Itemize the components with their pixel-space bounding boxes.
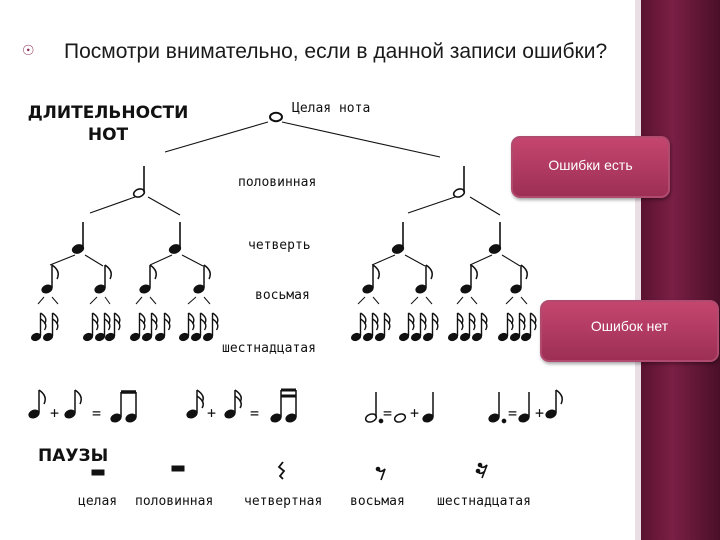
sixteenth-notes [30, 312, 537, 342]
sixteenth-note-flag [52, 318, 59, 331]
equation-dotted-quarter [488, 389, 563, 424]
eq2-equals: = [250, 404, 260, 422]
question-text: Посмотри внимательно, если в данной запи… [64, 40, 608, 63]
sixteenth-note-flag [139, 318, 146, 331]
durations-heading-line1: ДЛИТЕЛЬНОСТИ [27, 103, 189, 123]
label-quarter-note: четверть [248, 238, 311, 253]
sixteenth-note-flag [519, 318, 526, 331]
side-decor-bar [641, 0, 720, 540]
answer-no-errors-label: Ошибок нет [590, 318, 669, 334]
eq3-equals: = [383, 404, 393, 422]
sixteenth-note-head [141, 332, 153, 342]
label-whole-note: Целая нота [292, 101, 371, 116]
sixteenth-note-flag [92, 318, 99, 331]
answer-errors-label: Ошибки есть [548, 157, 633, 173]
sixteenth-note-flag [408, 318, 415, 331]
sixteenth-note-flag [372, 318, 379, 331]
answer-errors-button[interactable]: Ошибки есть [511, 136, 670, 198]
sixteenth-note-head [497, 332, 509, 342]
sixteenth-note-head [178, 332, 190, 342]
sixteenth-note-head [471, 332, 483, 342]
sixteenth-note-head [94, 332, 106, 342]
sixteenth-note-flag [432, 318, 439, 331]
tree-lines [49, 121, 521, 267]
rest-symbols [91, 461, 488, 481]
label-sixteenth-note: шестнадцатая [222, 341, 316, 356]
eighth-rest-dot [375, 466, 381, 472]
sixteenth-note-head [398, 332, 410, 342]
rest-label-sixteenth: шестнадцатая [437, 494, 531, 509]
whole-rest-icon [91, 469, 105, 476]
eq1-plus: + [50, 404, 60, 422]
sixteenth-note-flag [507, 318, 514, 331]
eq2-plus: + [207, 404, 217, 422]
sixteenth-note-head [190, 332, 202, 342]
sixteenth-note-head [459, 332, 471, 342]
equation-dotted-half [364, 392, 434, 424]
eq1-equals: = [92, 404, 102, 422]
half-rest-icon [171, 465, 185, 472]
sixteenth-note-head [350, 332, 362, 342]
rest-label-half: половинная [135, 494, 214, 509]
sixteenth-note-flag [469, 318, 476, 331]
sixteenth-note-flag [151, 318, 158, 331]
sixteenth-note-flag [104, 318, 111, 331]
sixteenth-note-flag [200, 318, 207, 331]
sixteenth-note-flag [40, 318, 47, 331]
rest-label-whole: целая [78, 494, 118, 509]
sixteenth-note-head [42, 332, 54, 342]
sixteenth-note-flag [481, 318, 488, 331]
sixteenth-note-flag [420, 318, 427, 331]
eq3-plus: + [410, 404, 420, 422]
whole-note [269, 111, 283, 123]
equation-sixteenths [186, 388, 297, 423]
sixteenth-note-head [82, 332, 94, 342]
label-eighth-note: восьмая [255, 288, 310, 303]
rests-heading: ПАУЗЫ [38, 446, 109, 466]
sixteenth-note-flag [164, 318, 171, 331]
sixteenth-note-flag [530, 318, 537, 331]
equation-eighths [28, 389, 137, 423]
sixteenth-note-flag [360, 318, 367, 331]
sixteenth-note-flag [384, 318, 391, 331]
eighth-notes [41, 264, 528, 294]
sixteenth-note-head [520, 332, 532, 342]
durations-heading: ДЛИТЕЛЬНОСТИ НОТ [8, 102, 208, 146]
side-decor-stripe [635, 0, 641, 540]
durations-heading-line2: НОТ [87, 125, 129, 145]
sixteenth-note-head [104, 332, 116, 342]
sixteenth-note-head [362, 332, 374, 342]
quarter-rest-icon [277, 461, 286, 480]
sixteenth-note-flag [457, 318, 464, 331]
sixteenth-note-head [447, 332, 459, 342]
half-note-right [452, 166, 466, 198]
sixteenth-note-flag [188, 318, 195, 331]
label-half-note: половинная [238, 175, 317, 190]
sixteenth-note-head [410, 332, 422, 342]
sixteenth-note-head [202, 332, 214, 342]
answer-no-errors-button[interactable]: Ошибок нет [540, 300, 719, 362]
eq4-equals: = [508, 404, 518, 422]
half-note-left [132, 166, 146, 198]
sixteenth-note-flag [114, 318, 121, 331]
sixteenth-note-head [129, 332, 141, 342]
sixteenth-note-head [154, 332, 166, 342]
quarter-notes [71, 222, 502, 254]
sixteenth-note-head [30, 332, 42, 342]
sixteenth-note-head [422, 332, 434, 342]
sixteenth-note-head [374, 332, 386, 342]
sixteenth-note-head [509, 332, 521, 342]
circle-bullet-icon: ☉ [22, 43, 35, 59]
rest-label-quarter: четвертная [244, 494, 323, 509]
rest-label-eighth: восьмая [350, 494, 405, 509]
sixteenth-note-flag [212, 318, 219, 331]
eq4-plus: + [535, 404, 545, 422]
eighth-branches [37, 296, 528, 305]
